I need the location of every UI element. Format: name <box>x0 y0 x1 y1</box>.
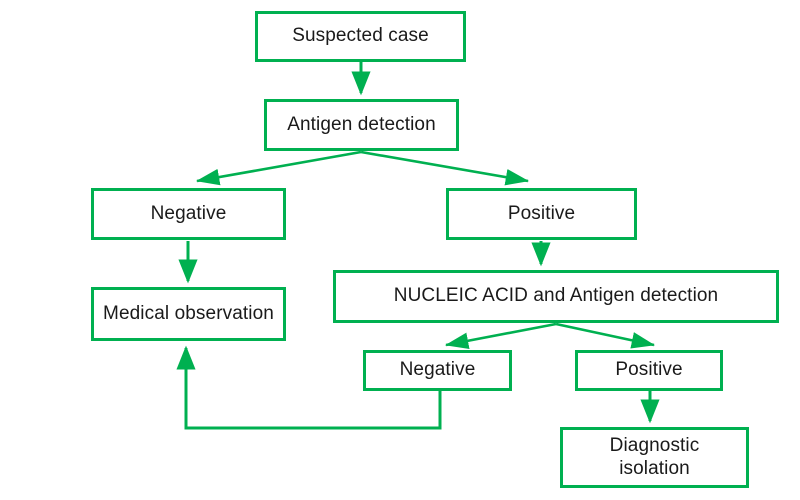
node-antigen-detection[interactable]: Antigen detection <box>264 99 459 151</box>
node-label: Diagnostic isolation <box>609 435 700 479</box>
edge-antigen-to-positive <box>360 150 530 186</box>
node-label: Positive <box>507 202 576 224</box>
edge-antigen-to-negative <box>195 150 362 186</box>
node-positive-antigen[interactable]: Positive <box>446 188 637 240</box>
edge-nucleic-to-positive2-right <box>555 322 656 349</box>
node-nucleic-acid-and-antigen-detection[interactable]: NUCLEIC ACID and Antigen detection <box>333 270 779 323</box>
node-label: Medical observation <box>103 302 274 324</box>
node-label: Suspected case <box>292 25 429 47</box>
node-negative-antigen[interactable]: Negative <box>91 188 286 240</box>
node-suspected-case[interactable]: Suspected case <box>255 11 466 62</box>
node-negative-nucleic[interactable]: Negative <box>363 350 512 391</box>
node-medical-observation[interactable]: Medical observation <box>91 287 286 341</box>
node-label: Antigen detection <box>287 113 436 135</box>
node-positive-nucleic[interactable]: Positive <box>575 350 723 391</box>
node-label: Positive <box>615 359 683 381</box>
edge-nucleic-to-positive2-left <box>444 322 557 349</box>
node-label: Negative <box>399 359 476 381</box>
edge-negative2-to-observation <box>176 345 442 430</box>
node-diagnostic-isolation[interactable]: Diagnostic isolation <box>560 427 749 488</box>
node-label: NUCLEIC ACID and Antigen detection <box>393 285 719 307</box>
node-label: Negative <box>150 202 227 224</box>
